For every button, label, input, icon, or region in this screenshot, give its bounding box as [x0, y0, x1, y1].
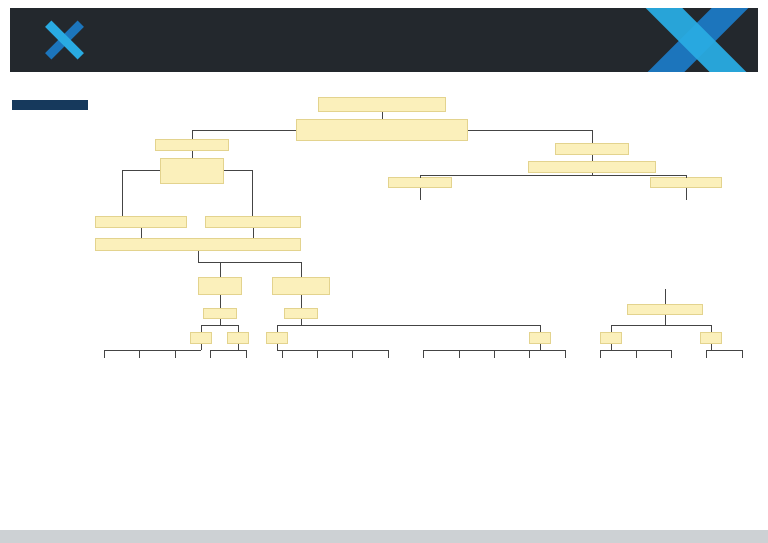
carr-logo	[38, 19, 86, 61]
node-drips-left	[203, 308, 237, 319]
node-yes-1	[190, 332, 212, 344]
node-all-others	[205, 216, 301, 228]
node-no-1	[227, 332, 249, 344]
materials-table	[12, 358, 760, 502]
recycling-code-title	[12, 100, 88, 110]
node-heated-tip-question	[296, 119, 468, 141]
node-yes-3	[600, 332, 622, 344]
node-burn-sample-thermoset	[528, 161, 656, 173]
node-continues-to-burn-left	[272, 277, 330, 295]
node-self-extinguishing-bottom	[627, 304, 703, 315]
node-drop-in-water	[160, 158, 224, 184]
node-polyolefins	[95, 216, 187, 228]
node-burn-sample-thermoplastic	[95, 238, 301, 251]
node-thermoplastic	[155, 139, 229, 151]
carr-logo-x-icon	[44, 19, 86, 61]
node-drips-right	[284, 308, 318, 319]
recycling-code-sidebar	[12, 100, 88, 110]
header-deco-x-icon	[622, 8, 758, 72]
thermoset-burns-table	[566, 200, 726, 289]
node-self-extinguishing-top	[388, 177, 452, 188]
thermoset-self-ext-table	[335, 200, 559, 289]
node-plastic-materials	[318, 97, 446, 112]
node-no-flames	[198, 277, 242, 295]
page-bottom-strip	[0, 530, 768, 543]
node-no-2	[529, 332, 551, 344]
node-continues-to-burn-right	[650, 177, 722, 188]
node-yes-2	[266, 332, 288, 344]
header-bar	[10, 8, 758, 72]
node-no-3	[700, 332, 722, 344]
node-thermosetting	[555, 143, 629, 155]
